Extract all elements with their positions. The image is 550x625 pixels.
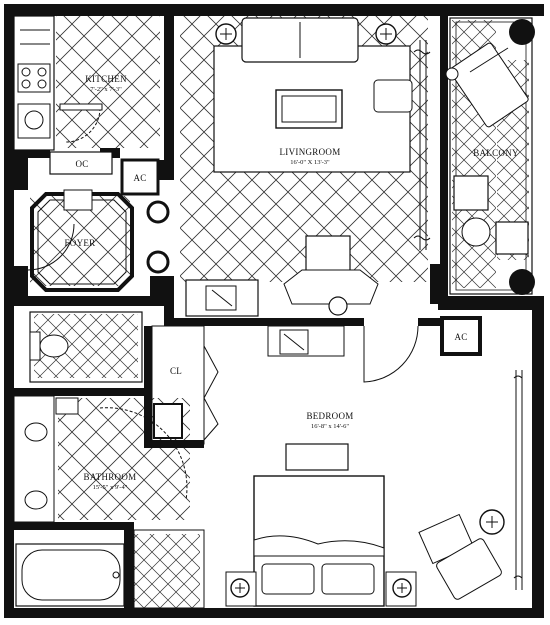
pillow-right xyxy=(321,563,375,595)
bathroom: BATHROOM 15'-5" x 9'-4" xyxy=(13,395,205,609)
ac-top-label: AC xyxy=(133,173,146,183)
balcony: BALCONY xyxy=(445,17,535,295)
foyer-tile xyxy=(30,196,130,286)
lounge-chair xyxy=(449,42,529,128)
livingroom-label: LIVINGROOM xyxy=(280,147,341,157)
nightstand-right xyxy=(385,571,417,607)
bathroom-dims: 15'-5" x 9'-4" xyxy=(93,484,128,491)
bedroom-label: BEDROOM xyxy=(306,411,353,421)
windows xyxy=(413,40,523,590)
ac-right-label: AC xyxy=(454,332,467,342)
toilet-bowl xyxy=(39,334,69,358)
kitchen-label: KITCHEN xyxy=(85,74,127,84)
powder-room xyxy=(29,311,143,383)
foyer-label: FOYER xyxy=(64,238,95,248)
desk-chair xyxy=(283,269,379,305)
bedroom-dims: 16'-8" x 14'-6" xyxy=(311,423,349,430)
ac-top-box xyxy=(120,158,160,196)
bedroom: BEDROOM 16'-8" x 14'-6" xyxy=(225,325,505,607)
dining-chair xyxy=(205,285,237,311)
exterior-walls xyxy=(4,4,544,618)
kitchen-dims: 7'-2" x 7'-3" xyxy=(90,86,122,93)
balcony-chair-2 xyxy=(495,221,529,255)
lamp-table xyxy=(328,296,348,316)
sink-lower xyxy=(24,490,48,510)
stove xyxy=(17,63,51,93)
bathroom-label: BATHROOM xyxy=(84,472,137,482)
ac-right-box xyxy=(440,316,482,356)
livingroom: LIVINGROOM 16'-0" X 13'-3" xyxy=(185,17,413,317)
oc-label: OC xyxy=(75,159,88,169)
toilet-tank xyxy=(29,331,41,361)
pillow-left xyxy=(261,563,315,595)
dresser xyxy=(285,443,349,471)
kitchen-tile xyxy=(56,16,160,148)
balcony-chair-1 xyxy=(453,175,489,211)
reading-chair xyxy=(436,538,502,600)
planter-bottom xyxy=(509,269,535,295)
closet: CL xyxy=(151,325,219,445)
balcony-label: BALCONY xyxy=(473,148,519,158)
side-table-right xyxy=(375,23,397,45)
round-side-table xyxy=(479,509,505,535)
bedroom-door xyxy=(363,325,419,383)
shower-tile xyxy=(134,534,200,608)
sink-upper xyxy=(24,422,48,442)
armchair xyxy=(373,79,413,113)
kitchen: KITCHEN 7'-2" x 7'-3" xyxy=(13,15,127,151)
foyer: FOYER xyxy=(27,189,170,292)
balcony-table xyxy=(461,217,491,247)
sink xyxy=(17,103,51,139)
oc-box xyxy=(49,151,113,175)
side-table-left xyxy=(215,23,237,45)
planter-top xyxy=(509,19,535,45)
nightstand-left xyxy=(225,571,257,607)
vanity-chair xyxy=(279,329,309,355)
closet-label: CL xyxy=(170,366,182,376)
livingroom-dims: 16'-0" X 13'-3" xyxy=(290,159,330,166)
